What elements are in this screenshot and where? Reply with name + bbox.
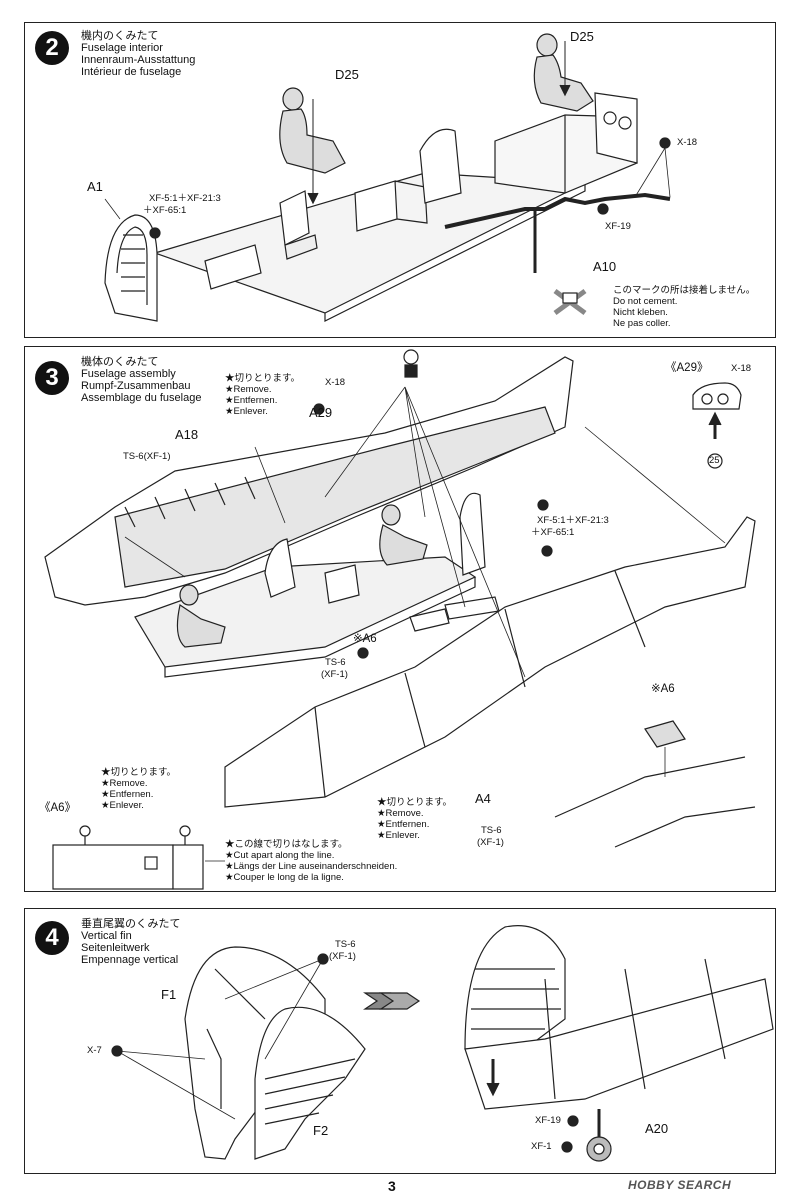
cut-note-jp: ★この線で切りはなします。 bbox=[225, 839, 348, 850]
no-cement-note: このマークの所は接着しません。 Do not cement. Nicht kle… bbox=[613, 285, 755, 329]
cut-note-en: ★Cut apart along the line. bbox=[225, 850, 335, 861]
step-3-number: 3 bbox=[35, 361, 69, 395]
remove-note-3-fr: ★Enlever. bbox=[377, 830, 420, 841]
step-3-title-jp: 機体のくみたて bbox=[81, 356, 159, 368]
label-paint-mix-2-s3: ＋XF-65:1 bbox=[531, 527, 575, 538]
label-a10: A10 bbox=[593, 259, 617, 274]
no-cement-de: Nicht kleben. bbox=[613, 307, 668, 318]
label-ts6-mid-2: (XF-1) bbox=[321, 669, 348, 680]
step-4-number: 4 bbox=[35, 921, 69, 955]
label-ts6-top: TS-6(XF-1) bbox=[123, 451, 171, 462]
remove-note-2-jp: ★切りとります。 bbox=[101, 767, 177, 778]
label-x18-detail: X-18 bbox=[731, 363, 752, 374]
label-a1: A1 bbox=[87, 179, 103, 194]
step-2-title-jp: 機内のくみたて bbox=[81, 30, 159, 42]
watermark: HOBBY SEARCH bbox=[628, 1178, 732, 1192]
label-ts6-bot-1: TS-6 bbox=[481, 825, 502, 836]
step-4-title-jp: 垂直尾翼のくみたて bbox=[81, 918, 181, 930]
remove-note-2: ★切りとります。 ★Remove. ★Entfernen. ★Enlever. bbox=[101, 767, 176, 811]
label-paint-mix-1-s3: XF-5:1＋XF-21:3 bbox=[537, 515, 609, 526]
label-ts6-mid-1: TS-6 bbox=[325, 657, 346, 668]
label-a29-detail: 《A29》 bbox=[665, 362, 709, 374]
step-3-title-de: Rumpf-Zusammenbau bbox=[81, 380, 191, 392]
no-cement-en: Do not cement. bbox=[613, 296, 678, 307]
step-4-illustration bbox=[111, 925, 774, 1162]
cut-note: ★この線で切りはなします。 ★Cut apart along the line.… bbox=[225, 839, 397, 883]
remove-note-3-de: ★Entfernen. bbox=[377, 819, 430, 830]
step-4-title-de: Seitenleitwerk bbox=[81, 942, 150, 954]
label-ts6-bot-2: (XF-1) bbox=[477, 837, 504, 848]
no-cement-fr: Ne pas coller. bbox=[613, 318, 671, 329]
remove-note-1-fr: ★Enlever. bbox=[225, 406, 268, 417]
label-a29: A29 bbox=[309, 405, 333, 420]
page-number: 3 bbox=[388, 1178, 396, 1194]
label-a6-box: 《A6》 bbox=[39, 802, 77, 814]
label-ts6-s4-2: (XF-1) bbox=[329, 951, 356, 962]
step-3-illustration bbox=[44, 349, 756, 890]
label-a18: A18 bbox=[175, 427, 199, 442]
remove-note-3-en: ★Remove. bbox=[377, 808, 424, 819]
step-3-title-en: Fuselage assembly bbox=[81, 368, 176, 380]
label-a6-mid: ※A6 bbox=[353, 633, 377, 645]
step-2-title-fr: Intérieur de fuselage bbox=[81, 66, 182, 78]
remove-note-2-de: ★Entfernen. bbox=[101, 789, 154, 800]
label-a6-detail: ※A6 bbox=[651, 683, 675, 695]
label-paint-xf19: XF-19 bbox=[605, 221, 631, 232]
remove-note-1: ★切りとります。 ★Remove. ★Entfernen. ★Enlever. bbox=[225, 373, 300, 417]
label-f1: F1 bbox=[161, 987, 177, 1002]
step-4-title-fr: Empennage vertical bbox=[81, 954, 179, 966]
step-2-number: 2 bbox=[35, 31, 69, 65]
step-2-title-de: Innenraum-Ausstattung bbox=[81, 54, 196, 66]
label-d25-left: D25 bbox=[335, 67, 359, 82]
cut-note-fr: ★Couper le long de la ligne. bbox=[225, 872, 344, 883]
remove-note-3: ★切りとります。 ★Remove. ★Entfernen. ★Enlever. bbox=[377, 797, 452, 841]
remove-note-1-de: ★Entfernen. bbox=[225, 395, 278, 406]
step-2-titles: 機内のくみたて Fuselage interior Innenraum-Auss… bbox=[81, 30, 195, 78]
label-circle-25: 25 bbox=[709, 455, 720, 466]
step-4-panel: 4 垂直尾翼のくみたて Vertical fin Seitenleitwerk … bbox=[24, 908, 776, 1174]
remove-note-1-en: ★Remove. bbox=[225, 384, 272, 395]
label-x7: X-7 bbox=[87, 1045, 102, 1056]
step-3-titles: 機体のくみたて Fuselage assembly Rumpf-Zusammen… bbox=[81, 356, 201, 404]
step-4-titles: 垂直尾翼のくみたて Vertical fin Seitenleitwerk Em… bbox=[81, 918, 180, 966]
label-paint-mix-2: ＋XF-65:1 bbox=[143, 205, 187, 216]
remove-note-3-jp: ★切りとります。 bbox=[377, 797, 453, 808]
remove-note-2-fr: ★Enlever. bbox=[101, 800, 144, 811]
label-f2: F2 bbox=[313, 1123, 329, 1138]
cut-note-de: ★Längs der Line auseinanderschneiden. bbox=[225, 861, 398, 872]
label-xf1: XF-1 bbox=[531, 1141, 552, 1152]
label-a4: A4 bbox=[475, 791, 491, 806]
step-2-title-en: Fuselage interior bbox=[81, 42, 163, 54]
step-2-panel: 2 機内のくみたて Fuselage interior Innenraum-Au… bbox=[24, 22, 776, 338]
label-paint-x18: X-18 bbox=[677, 137, 698, 148]
no-cement-jp: このマークの所は接着しません。 bbox=[613, 285, 756, 296]
step-3-panel: 3 機体のくみたて Fuselage assembly Rumpf-Zusamm… bbox=[24, 346, 776, 892]
label-paint-mix-1: XF-5:1＋XF-21:3 bbox=[149, 193, 221, 204]
remove-note-1-jp: ★切りとります。 bbox=[225, 373, 301, 384]
label-ts6-s4-1: TS-6 bbox=[335, 939, 356, 950]
label-xf19: XF-19 bbox=[535, 1115, 561, 1126]
remove-note-2-en: ★Remove. bbox=[101, 778, 148, 789]
label-a20: A20 bbox=[645, 1121, 669, 1136]
step-3-title-fr: Assemblage du fuselage bbox=[81, 392, 202, 404]
step-4-title-en: Vertical fin bbox=[81, 930, 132, 942]
label-d25-right: D25 bbox=[570, 29, 594, 44]
label-x18: X-18 bbox=[325, 377, 346, 388]
step-2-illustration bbox=[104, 33, 671, 322]
